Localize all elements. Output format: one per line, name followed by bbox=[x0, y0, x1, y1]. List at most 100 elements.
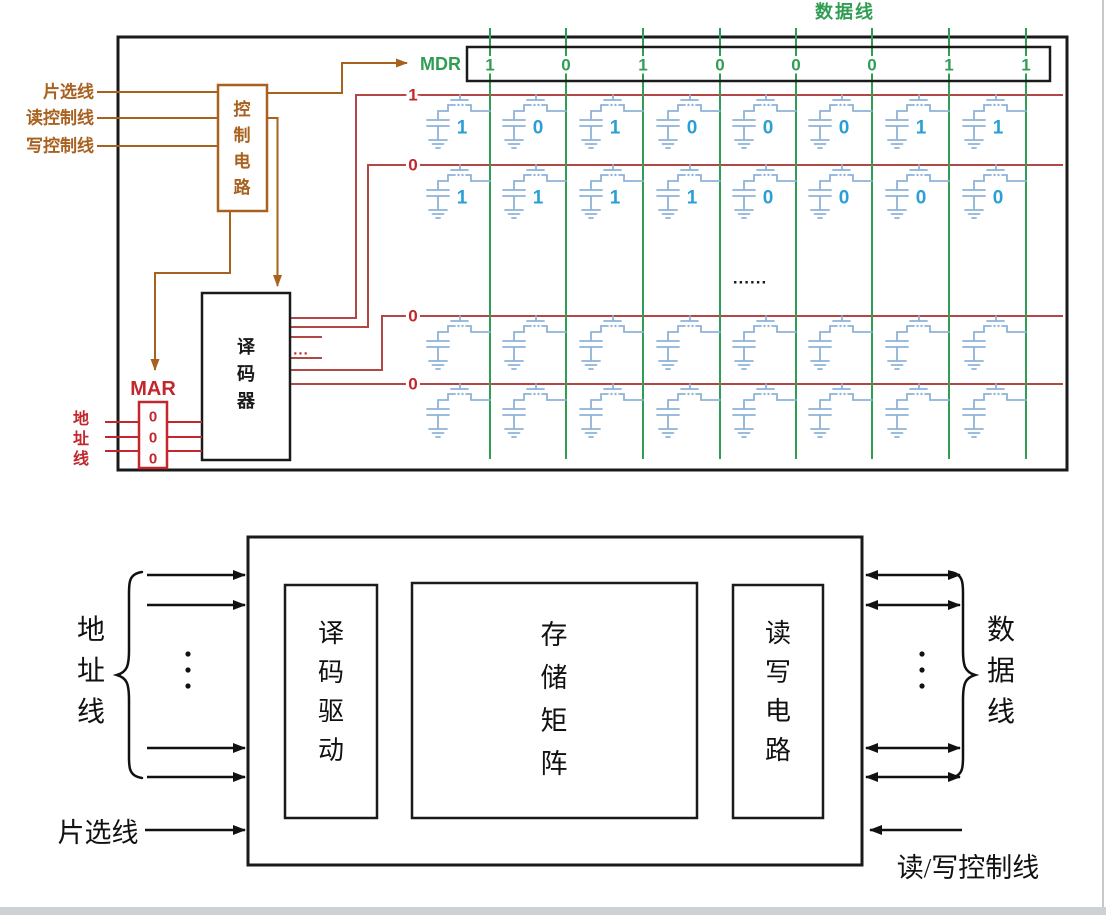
cell-wire bbox=[973, 104, 992, 112]
cell-wire bbox=[465, 325, 491, 333]
cell-wire bbox=[590, 174, 609, 182]
mdr-bit: 1 bbox=[485, 56, 494, 75]
mar-bit: 0 bbox=[149, 451, 157, 468]
channel-dot bbox=[993, 173, 996, 177]
channel-dot bbox=[691, 103, 694, 107]
decoder-output-ellipsis: ... bbox=[293, 342, 309, 359]
mdr-bit: 1 bbox=[944, 56, 953, 75]
cell-bit-value: 0 bbox=[763, 118, 774, 139]
cell-wire bbox=[847, 393, 873, 401]
dram-cell: 1 bbox=[426, 164, 491, 219]
channel-dot bbox=[614, 392, 617, 396]
channel-dot bbox=[843, 103, 846, 107]
channel-dot bbox=[691, 173, 694, 177]
channel-dot bbox=[533, 324, 536, 328]
rw-circuit-label: 读写电路 bbox=[765, 619, 791, 765]
storage-matrix-box bbox=[410, 581, 699, 820]
channel-dot bbox=[614, 324, 617, 328]
data-line-arrows bbox=[865, 570, 961, 782]
word-line-3 bbox=[290, 315, 1063, 371]
cell-wire bbox=[819, 104, 838, 112]
dram-cell bbox=[426, 383, 491, 438]
cell-wire bbox=[847, 104, 873, 112]
cell-wire bbox=[465, 393, 491, 401]
dram-cell bbox=[962, 315, 1027, 370]
cell-bit-value: 0 bbox=[839, 118, 850, 139]
cell-bit-value: 1 bbox=[916, 118, 927, 139]
mar-label: MAR bbox=[130, 378, 176, 400]
mdr-bit: 0 bbox=[561, 56, 570, 75]
cell-bit-value: 1 bbox=[610, 118, 621, 139]
channel-dot bbox=[839, 392, 842, 396]
channel-dot bbox=[691, 324, 694, 328]
control-input-label: 读控制线 bbox=[26, 108, 94, 128]
cell-wire bbox=[513, 393, 532, 401]
channel-dot bbox=[920, 392, 923, 396]
cell-wire bbox=[513, 325, 532, 333]
channel-dot bbox=[461, 103, 464, 107]
control-circuit-box bbox=[216, 83, 269, 213]
channel-dot bbox=[537, 392, 540, 396]
cell-bit-value: 1 bbox=[687, 188, 698, 209]
channel-dot bbox=[461, 173, 464, 177]
control-circuit-label: 控制电路 bbox=[234, 99, 252, 197]
channel-dot bbox=[920, 103, 923, 107]
address-brace bbox=[112, 570, 144, 780]
channel-dot bbox=[537, 324, 540, 328]
ellipsis-dot bbox=[919, 667, 925, 673]
cell-wire bbox=[896, 174, 915, 182]
channel-dot bbox=[916, 324, 919, 328]
cell-bit-value: 0 bbox=[533, 118, 544, 139]
cell-wire bbox=[618, 325, 644, 333]
channel-dot bbox=[767, 103, 770, 107]
cell-wire bbox=[590, 393, 609, 401]
cell-wire bbox=[896, 393, 915, 401]
dram-cell bbox=[962, 383, 1027, 438]
cell-wire bbox=[743, 393, 762, 401]
channel-dot bbox=[763, 173, 766, 177]
channel-dot bbox=[457, 324, 460, 328]
cell-wire bbox=[973, 393, 992, 401]
cell-bit-value: 0 bbox=[839, 188, 850, 209]
chip-outline-box bbox=[116, 35, 1069, 472]
data-line-label-bottom: 数据线 bbox=[987, 614, 1015, 728]
cell-bit-value: 1 bbox=[533, 188, 544, 209]
control-input-label: 写控制线 bbox=[26, 136, 94, 156]
cell-wire bbox=[819, 325, 838, 333]
channel-dot bbox=[839, 103, 842, 107]
dram-cell: 0 bbox=[885, 164, 950, 219]
dram-cell: 0 bbox=[962, 164, 1027, 219]
channel-dot bbox=[687, 103, 690, 107]
cell-wire bbox=[695, 174, 721, 182]
mdr-label: MDR bbox=[420, 54, 461, 74]
channel-dot bbox=[916, 392, 919, 396]
ellipsis-dot bbox=[185, 683, 191, 689]
ellipsis-dot bbox=[919, 651, 925, 657]
control-to-decoder-line bbox=[267, 117, 282, 287]
cell-wire bbox=[513, 104, 532, 112]
cell-wire bbox=[437, 393, 456, 401]
channel-dot bbox=[687, 392, 690, 396]
cell-bit-value: 1 bbox=[610, 188, 621, 209]
dram-cell: 0 bbox=[656, 94, 721, 149]
cell-wire bbox=[924, 174, 950, 182]
dram-cell: 1 bbox=[579, 94, 644, 149]
cell-wire bbox=[667, 174, 686, 182]
mdr-bit: 0 bbox=[867, 56, 876, 75]
channel-dot bbox=[767, 324, 770, 328]
cell-bit-value: 1 bbox=[993, 118, 1004, 139]
control-to-mdr-line bbox=[267, 58, 408, 94]
dram-cell bbox=[502, 315, 567, 370]
cell-wire bbox=[541, 104, 567, 112]
channel-dot bbox=[614, 173, 617, 177]
dram-cell bbox=[502, 383, 567, 438]
dram-cell: 1 bbox=[502, 164, 567, 219]
cell-wire bbox=[924, 393, 950, 401]
cell-wire bbox=[1001, 104, 1027, 112]
cell-wire bbox=[695, 393, 721, 401]
